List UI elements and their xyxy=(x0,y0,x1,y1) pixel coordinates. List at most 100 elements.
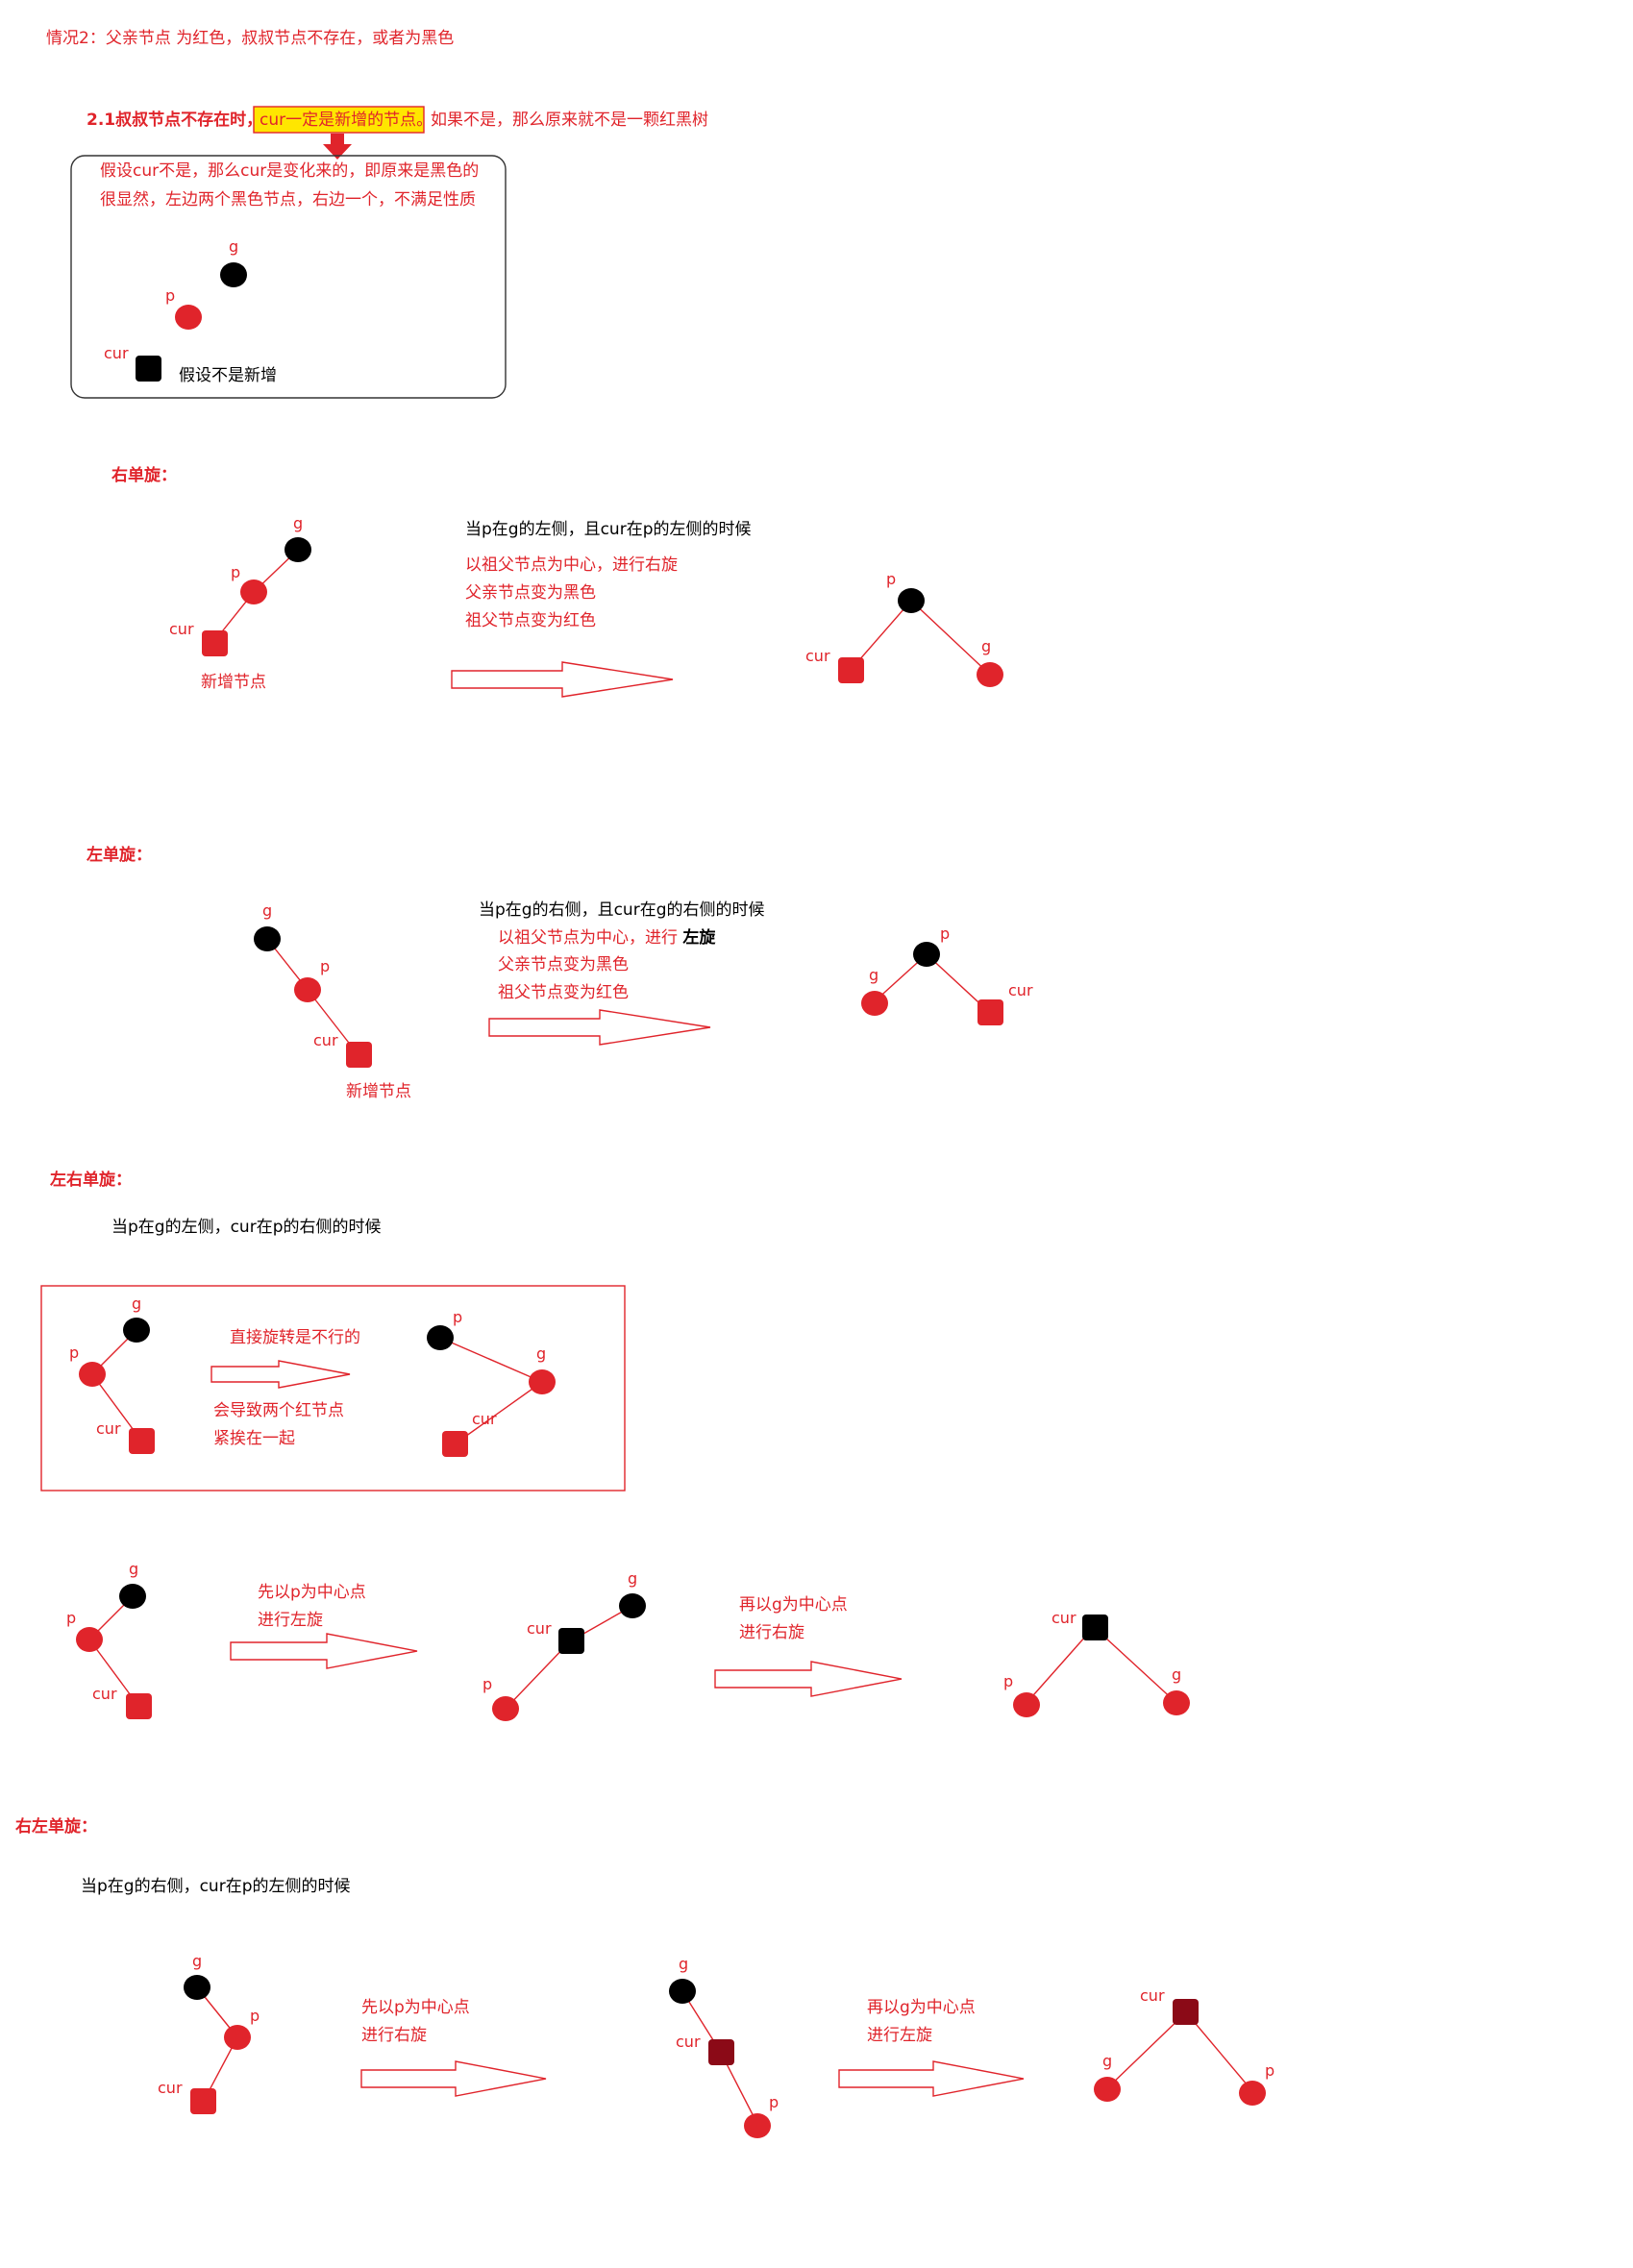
box-note3: 紧挨在一起 xyxy=(213,1429,295,1448)
node-g-black xyxy=(619,1593,646,1618)
lr-step2-line1: 再以g为中心点 xyxy=(739,1595,848,1615)
rl-step2-line1: 再以g为中心点 xyxy=(867,1998,976,2017)
edge-p-g xyxy=(910,600,991,676)
highlight-text: cur一定是新增的节点。 xyxy=(260,111,433,130)
uncle-missing-rest: 如果不是，那么原来就不是一颗红黑树 xyxy=(431,111,708,130)
lr-step2-line2: 进行右旋 xyxy=(739,1623,804,1642)
edge-cur-p xyxy=(1185,2011,1253,2092)
lr-step1-line1: 先以p为中心点 xyxy=(258,1583,366,1602)
label-cur: cur xyxy=(805,647,830,665)
node-p-red xyxy=(1239,2081,1266,2106)
uncle-missing-title: 2.1叔叔节点不存在时， xyxy=(87,110,262,130)
node-g-black xyxy=(220,262,247,287)
right-rotate-title: 右单旋： xyxy=(111,465,177,485)
label-p: p xyxy=(231,563,240,581)
label-g: g xyxy=(628,1569,637,1588)
node-p-red xyxy=(492,1696,519,1721)
node-cur-red xyxy=(442,1431,468,1457)
edge-p-g xyxy=(439,1337,543,1383)
label-p: p xyxy=(320,957,330,975)
node-cur-red xyxy=(346,1042,372,1068)
transform-arrow-icon xyxy=(838,2060,1025,2097)
node-g-black xyxy=(123,1318,150,1343)
label-p: p xyxy=(69,1344,79,1362)
node-cur-black xyxy=(136,356,161,382)
label-p: p xyxy=(1003,1672,1013,1690)
node-p-black xyxy=(898,588,925,613)
node-cur-red xyxy=(202,630,228,656)
label-cur: cur xyxy=(676,2033,701,2051)
node-p-red xyxy=(79,1362,106,1387)
box-note1: 直接旋转是不行的 xyxy=(230,1328,360,1347)
new-node-label: 新增节点 xyxy=(346,1082,411,1101)
label-g: g xyxy=(129,1560,138,1578)
left-rotate-step1: 以祖父节点为中心，进行 左旋 xyxy=(498,927,716,948)
label-p: p xyxy=(250,2007,260,2025)
left-rotate-title: 左单旋： xyxy=(87,845,152,865)
label-p: p xyxy=(886,570,896,588)
label-g: g xyxy=(1102,2052,1112,2070)
label-cur: cur xyxy=(1008,981,1033,999)
node-g-black xyxy=(184,1975,210,2000)
case-title: 情况2：父亲节点 为红色，叔叔节点不存在，或者为黑色 xyxy=(46,29,454,48)
rl-step1-line1: 先以p为中心点 xyxy=(361,1998,470,2017)
node-p-black xyxy=(913,942,940,967)
node-p-red xyxy=(76,1627,103,1652)
left-right-condition: 当p在g的左侧，cur在p的右侧的时候 xyxy=(111,1218,381,1237)
left-rotate-step3: 祖父节点变为红色 xyxy=(498,983,629,1002)
node-p-red xyxy=(240,579,267,604)
left-rotate-step2: 父亲节点变为黑色 xyxy=(498,955,629,974)
node-g-black xyxy=(669,1979,696,2004)
transform-arrow-icon xyxy=(360,2060,547,2097)
transform-arrow-icon xyxy=(714,1661,903,1697)
label-g: g xyxy=(679,1955,688,1973)
edge-g-cur xyxy=(455,1381,543,1444)
node-g-black xyxy=(119,1584,146,1609)
label-cur: cur xyxy=(313,1031,338,1049)
transform-arrow-icon xyxy=(230,1633,418,1669)
left-rotate-condition: 当p在g的右侧，且cur在g的右侧的时候 xyxy=(479,900,764,920)
transform-arrow-icon xyxy=(488,1009,711,1046)
transform-arrow-icon xyxy=(451,661,674,698)
node-p-red xyxy=(744,2113,771,2138)
node-cur-darkred xyxy=(1173,1999,1199,2025)
box-note2: 会导致两个红节点 xyxy=(213,1401,344,1420)
node-p-black xyxy=(427,1325,454,1350)
label-p: p xyxy=(482,1675,492,1693)
node-cur-red xyxy=(190,2088,216,2114)
label-g: g xyxy=(293,514,303,532)
assumption-line1: 假设cur不是，那么cur是变化来的，即原来是黑色的 xyxy=(100,161,479,181)
assumption-note: 假设不是新增 xyxy=(179,366,277,385)
node-p-red xyxy=(1013,1692,1040,1717)
label-cur: cur xyxy=(472,1410,497,1428)
highlight-box xyxy=(253,106,425,134)
node-p-red xyxy=(224,2025,251,2050)
rl-step1-line2: 进行右旋 xyxy=(361,2026,427,2045)
label-cur: cur xyxy=(92,1685,117,1703)
label-p: p xyxy=(66,1609,76,1627)
label-p: p xyxy=(940,924,950,943)
rl-step2-line2: 进行左旋 xyxy=(867,2026,932,2045)
right-rotate-step3: 祖父节点变为红色 xyxy=(465,611,596,630)
assumption-line2: 很显然，左边两个黑色节点，右边一个，不满足性质 xyxy=(100,190,476,210)
label-cur: cur xyxy=(96,1419,121,1438)
node-g-red xyxy=(1163,1690,1190,1715)
lr-step1-line2: 进行左旋 xyxy=(258,1611,323,1630)
right-rotate-step2: 父亲节点变为黑色 xyxy=(465,583,596,603)
label-g: g xyxy=(192,1952,202,1970)
label-g: g xyxy=(262,901,272,920)
transform-arrow-icon xyxy=(210,1360,351,1389)
right-rotate-step1: 以祖父节点为中心，进行右旋 xyxy=(465,555,678,575)
right-left-condition: 当p在g的右侧，cur在p的左侧的时候 xyxy=(81,1877,350,1896)
node-cur-red xyxy=(126,1693,152,1719)
edge-cur-p xyxy=(505,1640,571,1710)
label-p: p xyxy=(453,1308,462,1326)
down-arrow-icon xyxy=(323,134,352,160)
label-g: g xyxy=(536,1344,546,1363)
left-right-title: 左右单旋： xyxy=(50,1170,132,1190)
label-cur: cur xyxy=(527,1619,552,1638)
label-g: g xyxy=(132,1294,141,1313)
node-cur-red xyxy=(977,999,1003,1025)
label-cur: cur xyxy=(1052,1609,1076,1627)
